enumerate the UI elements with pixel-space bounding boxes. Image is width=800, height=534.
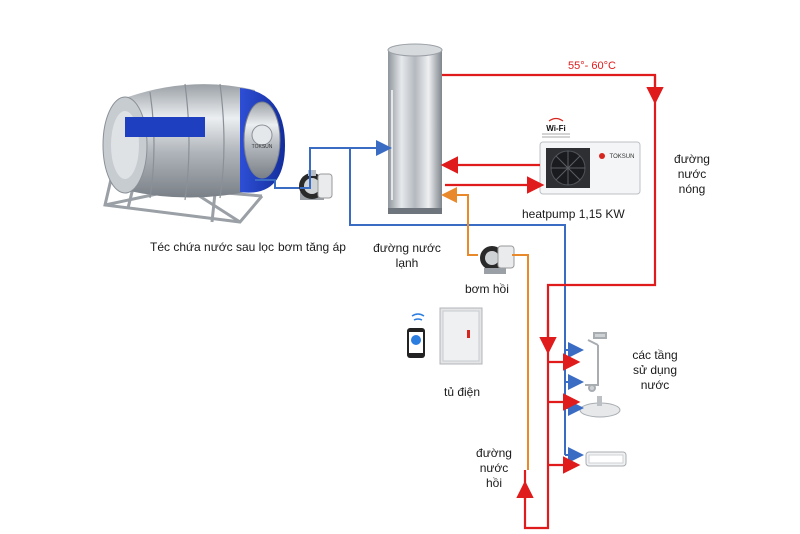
floors-label-line3: nước xyxy=(640,378,670,392)
booster-pump xyxy=(299,170,333,200)
wifi-text: Wi-Fi xyxy=(546,124,565,133)
heatpump-brand-text: TOKSUN xyxy=(610,154,635,160)
floors-label-line1: các tầng xyxy=(632,348,678,362)
return-pump xyxy=(480,245,515,274)
temperature-label: 55°- 60°C xyxy=(568,60,616,72)
return-line-label-line1: đường xyxy=(476,446,512,460)
return-line-label-line2: nước xyxy=(479,461,509,475)
hot-water-cylinder xyxy=(387,43,443,214)
hot-line-label: đường nước nóng xyxy=(668,152,716,197)
return-line-label-line3: hồi xyxy=(485,476,502,490)
floors-label-line2: sử dụng xyxy=(632,363,678,377)
cold-line-label: đường nước lạnh xyxy=(372,241,442,271)
tank-brand-text: TOKSUN xyxy=(252,144,273,150)
hot-line-label-line1: đường xyxy=(674,152,710,166)
brand-logo-icon xyxy=(599,153,605,159)
hot-water-pipes xyxy=(440,73,664,530)
hot-line-label-line2: nước xyxy=(677,167,707,181)
heatpump-label: heatpump 1,15 KW xyxy=(522,207,625,221)
bathtub-fixture xyxy=(585,451,627,467)
floors-label: các tầng sử dụng nước xyxy=(628,348,682,393)
storage-tank: TOKSUN xyxy=(102,83,300,224)
shower-fixture xyxy=(585,332,607,392)
control-cabinet xyxy=(439,307,483,365)
phone-icon xyxy=(407,313,425,358)
cold-line-label-line1: đường nước xyxy=(373,241,441,255)
return-line-label: đường nước hồi xyxy=(472,446,516,491)
return-water-pipe xyxy=(441,187,529,470)
cabinet-label: tủ điện xyxy=(444,385,481,399)
wifi-icon: Wi-Fi xyxy=(539,117,573,140)
tank-label: Téc chứa nước sau lọc xyxy=(150,240,274,254)
cold-line-label-line2: lạnh xyxy=(395,256,419,270)
booster-pump-label: bơm tăng áp xyxy=(278,240,346,254)
return-pump-label: bơm hồi xyxy=(465,282,509,296)
basin-fixture xyxy=(579,396,621,418)
hot-line-label-line3: nóng xyxy=(678,182,706,196)
heat-pump-unit: TOKSUN Wi-Fi xyxy=(539,117,641,195)
